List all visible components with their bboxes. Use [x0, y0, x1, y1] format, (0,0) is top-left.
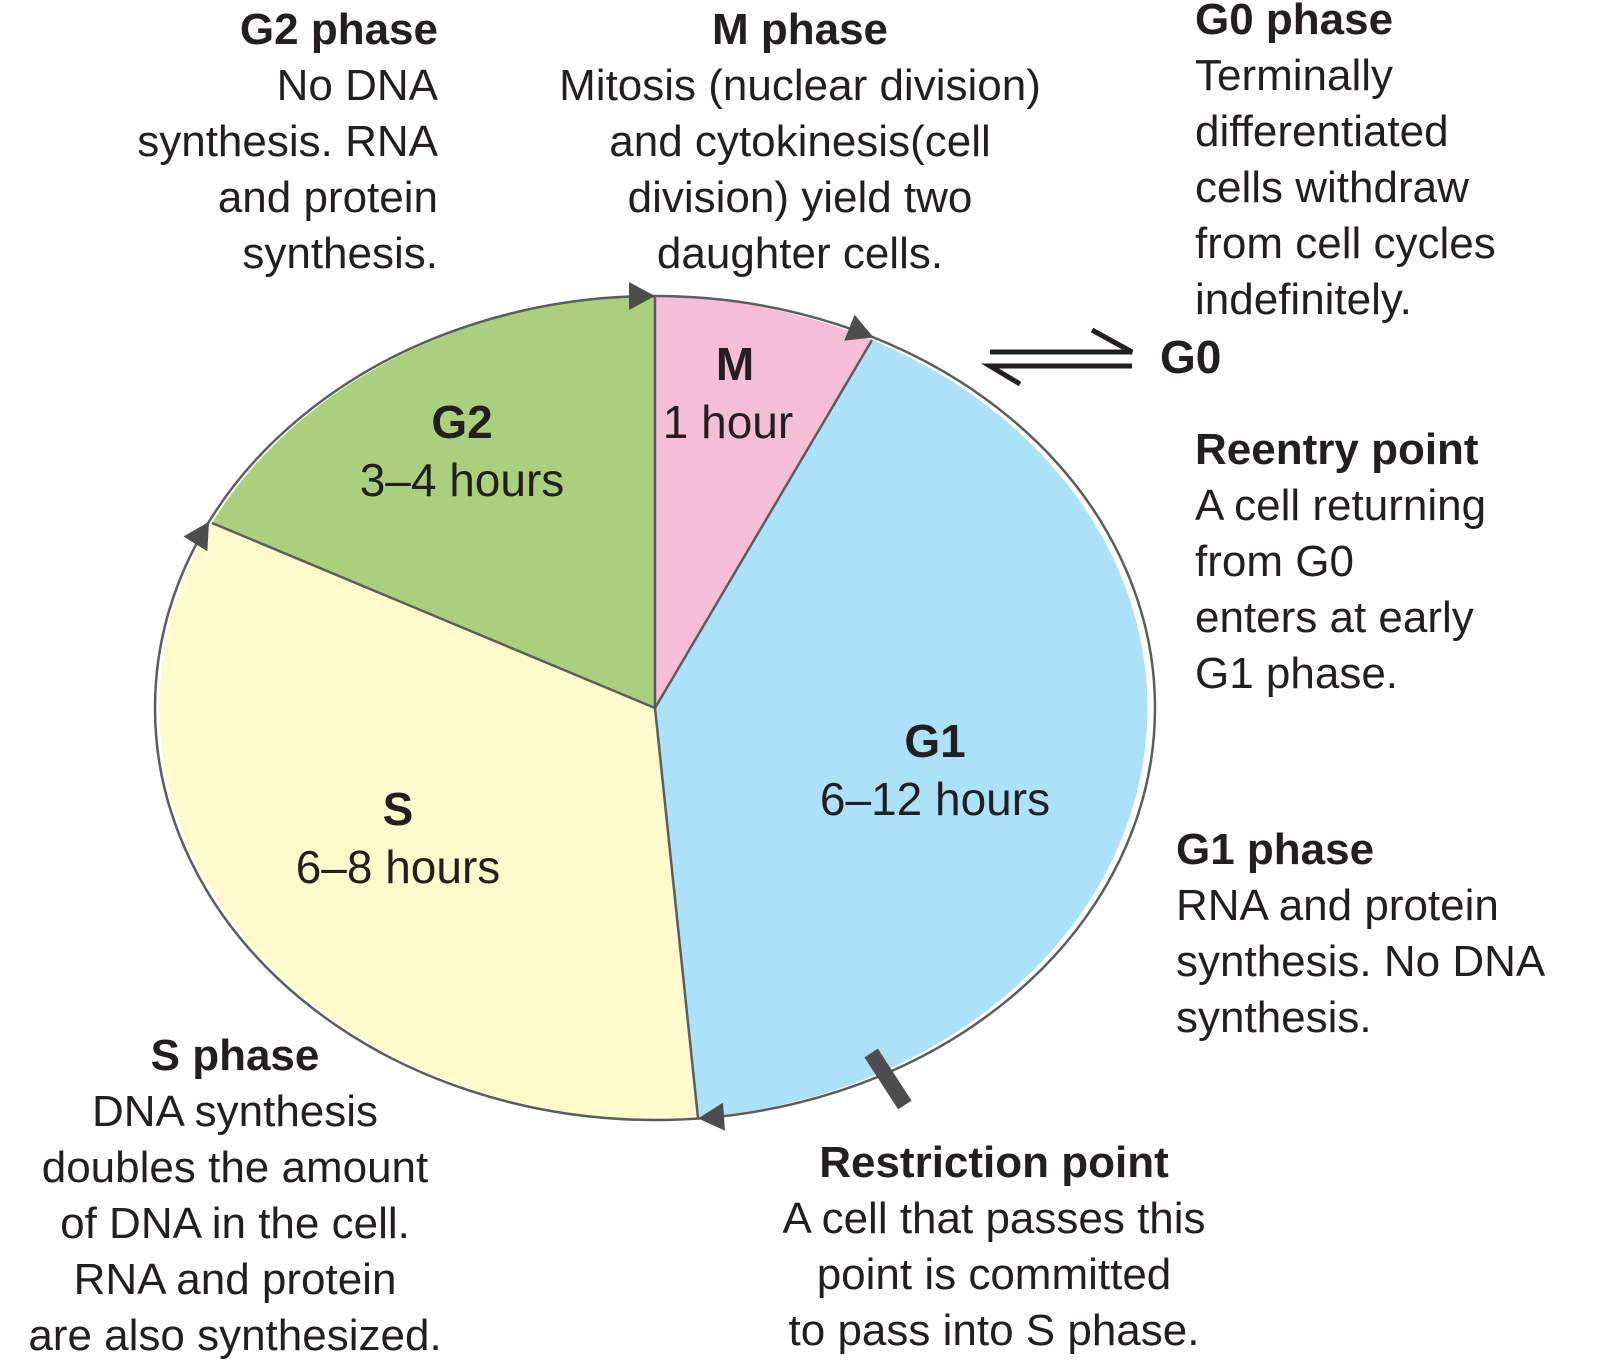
segment-duration-g1: 6–12 hours	[820, 773, 1050, 825]
sector-g2	[212, 296, 655, 708]
sector-s	[159, 523, 698, 1120]
restriction-point-line: A cell that passes this	[782, 1194, 1206, 1243]
reentry-point-title: Reentry point	[1195, 425, 1479, 474]
g0-equilibrium-arrow-icon	[980, 327, 1134, 387]
phase-boundary-line	[653, 339, 874, 709]
g2-phase-line: synthesis. RNA	[137, 117, 438, 166]
g1-phase-annotation: G1 phase RNA and protein synthesis. No D…	[1176, 822, 1545, 1046]
g0-phase-line: cells withdraw	[1195, 163, 1469, 212]
s-phase-line: of DNA in the cell.	[60, 1199, 410, 1248]
g1-phase-line: synthesis. No DNA	[1176, 937, 1546, 986]
segment-label-m: M	[716, 338, 754, 390]
cycle-direction-arrow-icon	[183, 521, 210, 552]
g0-phase-annotation: G0 phase Terminally differentiated cells…	[1195, 0, 1496, 328]
restriction-point-annotation: Restriction point A cell that passes thi…	[734, 1135, 1254, 1359]
s-phase-title: S phase	[150, 1031, 320, 1080]
segment-duration-m: 1 hour	[663, 396, 793, 448]
sector-m	[655, 296, 872, 708]
segment-duration-g2: 3–4 hours	[360, 454, 565, 506]
m-phase-line: division) yield two	[627, 173, 973, 222]
reentry-point-line: from G0	[1195, 537, 1354, 586]
g2-phase-line: No DNA	[276, 61, 438, 110]
sector-g1	[655, 340, 1148, 1118]
m-phase-annotation: M phase Mitosis (nuclear division) and c…	[500, 2, 1100, 282]
g0-phase-line: indefinitely.	[1195, 275, 1412, 324]
s-phase-line: are also synthesized.	[28, 1311, 442, 1360]
s-phase-line: DNA synthesis	[91, 1087, 379, 1136]
g0-phase-title: G0 phase	[1195, 0, 1394, 44]
g2-phase-line: synthesis.	[242, 229, 438, 278]
restriction-point-line: to pass into S phase.	[788, 1306, 1200, 1355]
s-phase-line: doubles the amount	[41, 1143, 429, 1192]
g2-phase-line: and protein	[217, 173, 438, 222]
cycle-direction-arrow-icon	[698, 1102, 725, 1131]
g0-phase-line: differentiated	[1195, 107, 1449, 156]
m-phase-line: Mitosis (nuclear division)	[559, 61, 1041, 110]
g2-phase-annotation: G2 phase No DNA synthesis. RNA and prote…	[137, 2, 438, 282]
reentry-point-line: enters at early	[1195, 593, 1474, 642]
m-phase-line: daughter cells.	[656, 229, 944, 278]
phase-boundary-line	[653, 707, 700, 1119]
g1-phase-title: G1 phase	[1176, 825, 1375, 874]
s-phase-annotation: S phase DNA synthesis doubles the amount…	[0, 1028, 470, 1364]
reentry-point-annotation: Reentry point A cell returning from G0 e…	[1195, 422, 1486, 702]
g0-phase-line: from cell cycles	[1195, 219, 1496, 268]
m-phase-line: and cytokinesis(cell	[609, 117, 991, 166]
s-phase-line: RNA and protein	[73, 1255, 397, 1304]
segment-label-s: S	[383, 783, 414, 835]
cycle-direction-arrow-icon	[629, 282, 655, 310]
segment-duration-s: 6–8 hours	[296, 841, 501, 893]
cycle-direction-arrow-icon	[844, 314, 874, 341]
restriction-point-title: Restriction point	[819, 1138, 1169, 1187]
m-phase-title: M phase	[711, 5, 889, 54]
g1-phase-line: synthesis.	[1176, 993, 1372, 1042]
g1-phase-line: RNA and protein	[1176, 881, 1499, 930]
reentry-point-line: G1 phase.	[1195, 649, 1399, 698]
segment-label-g2: G2	[431, 396, 492, 448]
restriction-point-marker	[864, 1048, 912, 1110]
segment-label-g1: G1	[904, 715, 965, 767]
restriction-point-line: point is committed	[816, 1250, 1172, 1299]
reentry-point-line: A cell returning	[1195, 481, 1487, 530]
g2-phase-title: G2 phase	[239, 5, 438, 54]
g0-phase-line: Terminally	[1195, 51, 1394, 100]
g0-label: G0	[1160, 331, 1222, 383]
phase-boundary-line	[211, 521, 656, 710]
